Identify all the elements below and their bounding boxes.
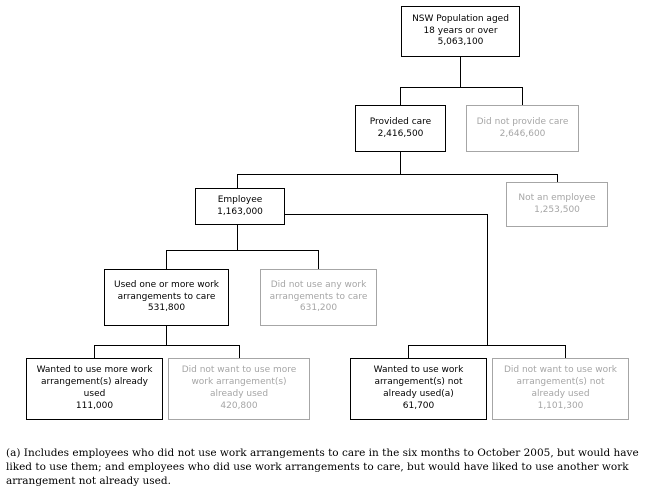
node-employee[interactable]: Employee 1,163,000 bbox=[195, 188, 285, 225]
node-did-not-use-work-arrangements[interactable]: Did not use any work arrangements to car… bbox=[260, 269, 377, 326]
connector-to-did-not-provide-care bbox=[522, 87, 523, 105]
node-value: 1,163,000 bbox=[217, 206, 263, 217]
node-line: Wanted to use work bbox=[373, 365, 464, 376]
node-value: 631,200 bbox=[299, 303, 338, 314]
node-value: 2,416,500 bbox=[377, 128, 424, 139]
connector-employee-stem bbox=[237, 225, 238, 250]
connector-to-not-an-employee bbox=[557, 174, 558, 182]
node-line: Used one or more work bbox=[113, 279, 220, 290]
node-value: 111,000 bbox=[75, 400, 114, 411]
connector-to-did-not-use-arrangements bbox=[318, 250, 319, 269]
node-wanted-more-already-used[interactable]: Wanted to use more work arrangement(s) a… bbox=[26, 358, 163, 420]
node-line: arrangements to care bbox=[117, 291, 216, 302]
node-not-an-employee[interactable]: Not an employee 1,253,500 bbox=[506, 182, 608, 227]
connector-used-arrangements-stem bbox=[166, 326, 167, 345]
node-line: already used(a) bbox=[383, 389, 454, 399]
node-did-not-provide-care[interactable]: Did not provide care 2,646,600 bbox=[466, 105, 579, 152]
node-nsw-population[interactable]: NSW Population aged 18 years or over 5,0… bbox=[401, 6, 520, 57]
connector-bottom-right-bar bbox=[408, 345, 566, 346]
node-line: NSW Population aged bbox=[412, 13, 509, 24]
footnote-text: (a) Includes employees who did not use w… bbox=[6, 447, 639, 488]
node-line: arrangement(s) not bbox=[374, 377, 463, 388]
node-value: 5,063,100 bbox=[437, 37, 484, 48]
connector-employee-right-drop bbox=[487, 214, 488, 345]
node-provided-care[interactable]: Provided care 2,416,500 bbox=[355, 105, 446, 152]
node-line: arrangement(s) already bbox=[41, 377, 148, 388]
node-line: Did not want to use work bbox=[503, 365, 618, 376]
node-line: Did not use any work bbox=[270, 279, 367, 290]
connector-to-used-arrangements bbox=[166, 250, 167, 269]
node-used-work-arrangements[interactable]: Used one or more work arrangements to ca… bbox=[104, 269, 229, 326]
node-line: Wanted to use more work bbox=[36, 365, 153, 376]
node-line: already used bbox=[531, 389, 590, 399]
connector-to-employee bbox=[237, 174, 238, 188]
node-line: 18 years or over bbox=[423, 25, 498, 36]
connector-employee-right-lead bbox=[285, 214, 488, 215]
connector-level3-bar bbox=[166, 250, 319, 251]
connector-to-did-not-want-more-already-used bbox=[239, 345, 240, 358]
node-line: Not an employee bbox=[518, 192, 596, 203]
node-wanted-not-already-used[interactable]: Wanted to use work arrangement(s) not al… bbox=[350, 358, 487, 420]
node-line: used bbox=[83, 389, 106, 399]
connector-bottom-left-bar bbox=[94, 345, 239, 346]
node-line: arrangements to care bbox=[269, 291, 368, 302]
node-did-not-want-not-already-used[interactable]: Did not want to use work arrangement(s) … bbox=[492, 358, 629, 420]
node-line: Did not want to use more bbox=[181, 365, 297, 376]
flowchart-diagram: NSW Population aged 18 years or over 5,0… bbox=[26, 6, 629, 420]
node-line: Employee bbox=[217, 194, 263, 205]
connector-level1-bar bbox=[400, 87, 523, 88]
connector-provided-care-stem bbox=[400, 152, 401, 174]
node-value: 61,700 bbox=[402, 400, 435, 411]
node-did-not-want-more-already-used[interactable]: Did not want to use more work arrangemen… bbox=[168, 358, 310, 420]
node-value: 1,101,300 bbox=[537, 400, 584, 411]
node-line: arrangement(s) not bbox=[516, 377, 605, 388]
node-value: 420,800 bbox=[220, 400, 258, 411]
node-value: 2,646,600 bbox=[499, 128, 546, 139]
connector-to-wanted-more-already-used bbox=[94, 345, 95, 358]
connector-level2-bar bbox=[237, 174, 558, 175]
connector-to-did-not-want-not-already-used bbox=[565, 345, 566, 358]
node-line: Did not provide care bbox=[476, 116, 569, 127]
connector-to-wanted-not-already-used bbox=[408, 345, 409, 358]
connector-root-stem bbox=[460, 57, 461, 87]
node-line: Provided care bbox=[369, 116, 432, 127]
node-value: 531,800 bbox=[147, 303, 186, 314]
connector-to-provided-care bbox=[400, 87, 401, 105]
node-line: work arrangement(s) bbox=[191, 377, 287, 388]
node-value: 1,253,500 bbox=[534, 204, 580, 215]
node-line: already used bbox=[209, 389, 269, 399]
